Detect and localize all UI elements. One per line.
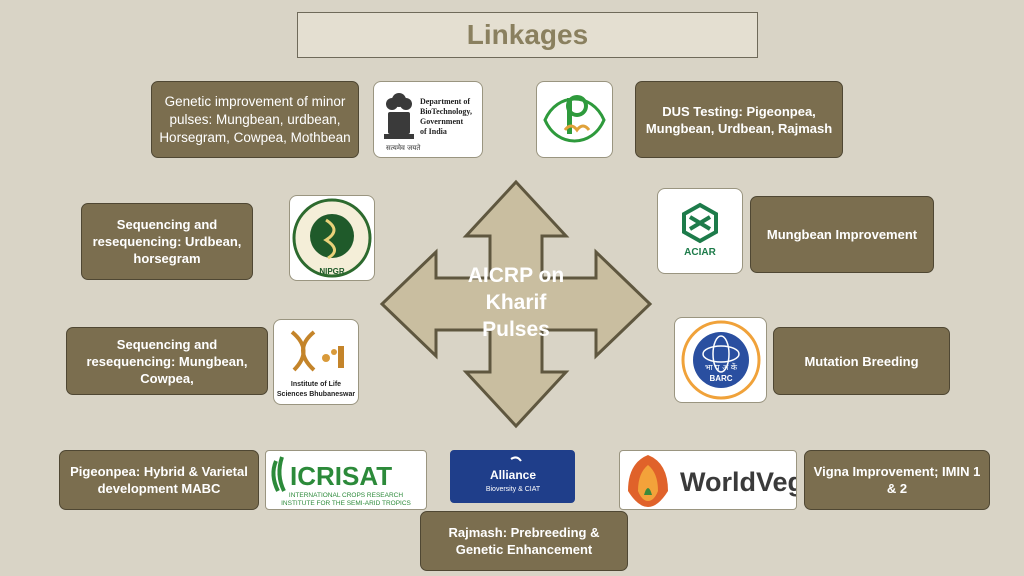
barc-label: BARC (709, 374, 732, 383)
nipgr-linkage-box: Sequencing and resequencing: Urdbean, ho… (81, 203, 253, 280)
ils-logo: Institute of Life Sciences Bhubaneswar (273, 319, 359, 405)
icrisat-line-2: INSTITUTE FOR THE SEMI-ARID TROPICS (281, 500, 411, 507)
center-line-2: Kharif (485, 291, 547, 314)
dbt-logo: Department of BioTechnology, Government … (373, 81, 483, 158)
ils-linkage-box: Sequencing and resequencing: Mungbean, C… (66, 327, 268, 395)
alliance-name: Alliance (490, 468, 536, 482)
dbt-line-2: BioTechnology, (420, 107, 472, 116)
ppvfra-logo (536, 81, 613, 158)
ppvfra-linkage-box: DUS Testing: Pigeonpea, Mungbean, Urdbea… (635, 81, 843, 158)
dbt-line-4: of India (420, 127, 447, 136)
page-title: Linkages (297, 12, 758, 58)
aciar-linkage-box: Mungbean Improvement (750, 196, 934, 273)
worldveg-linkage-box: Vigna Improvement; IMIN 1 & 2 (804, 450, 990, 510)
worldveg-name: WorldVeg (680, 467, 796, 497)
center-label: AICRP on Kharif Pulses (440, 262, 592, 343)
icrisat-name: ICRISAT (290, 461, 392, 491)
nipgr-label: NIPGR (319, 267, 345, 276)
ils-line-1: Institute of Life (291, 381, 341, 388)
center-line-3: Pulses (482, 318, 550, 341)
barc-hindi: भा प अ कें (705, 362, 738, 372)
aciar-label: ACIAR (684, 247, 716, 258)
aciar-logo: ACIAR (657, 188, 743, 274)
four-way-arrow (379, 179, 653, 429)
alliance-sub: Bioversity & CIAT (486, 486, 541, 493)
icrisat-line-1: INTERNATIONAL CROPS RESEARCH (289, 492, 403, 499)
barc-logo: भा प अ कें BARC (674, 317, 767, 403)
icrisat-linkage-box: Pigeonpea: Hybrid & Varietal development… (59, 450, 259, 510)
dbt-line-1: Department of (420, 97, 470, 106)
worldveg-logo: WorldVeg (619, 450, 797, 510)
dbt-linkage-box: Genetic improvement of minor pulses: Mun… (151, 81, 359, 158)
center-line-1: AICRP on (467, 264, 565, 287)
icrisat-logo: ICRISAT INTERNATIONAL CROPS RESEARCH INS… (265, 450, 427, 510)
nipgr-logo: NIPGR (289, 195, 375, 281)
barc-linkage-box: Mutation Breeding (773, 327, 950, 395)
dbt-sub: सत्यमेव जयते (386, 143, 421, 152)
alliance-linkage-box: Rajmash: Prebreeding & Genetic Enhanceme… (420, 511, 628, 571)
dbt-line-3: Government (420, 117, 463, 126)
ils-line-2: Sciences Bhubaneswar (277, 391, 355, 398)
alliance-logo: Alliance Bioversity & CIAT (450, 450, 575, 503)
